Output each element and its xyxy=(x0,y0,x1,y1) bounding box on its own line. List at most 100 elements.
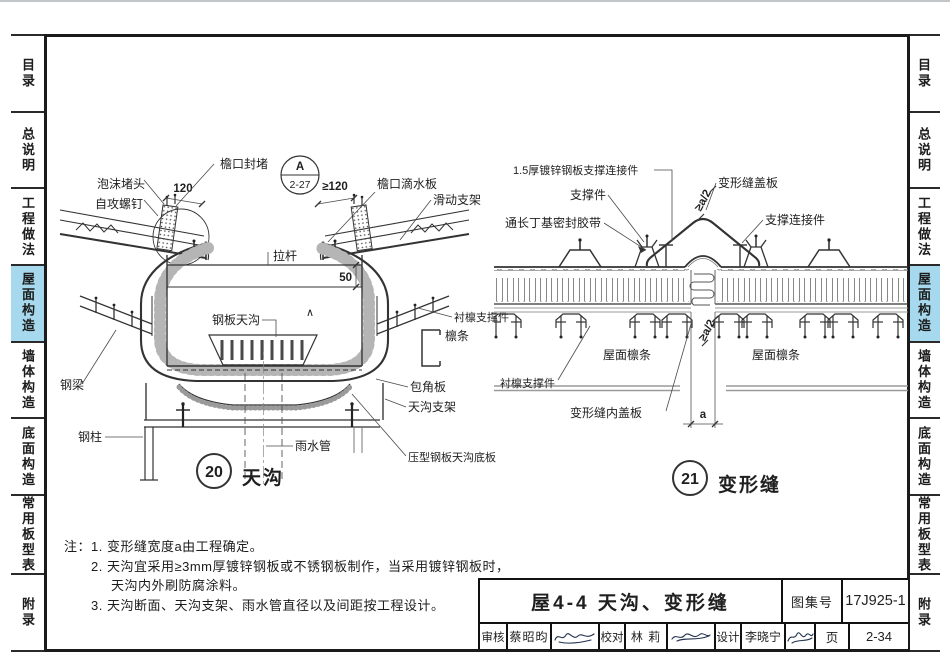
page-number: 2-34 xyxy=(865,629,893,644)
steel-column-lines xyxy=(140,427,158,481)
t-bolt-left xyxy=(176,402,190,427)
gutter-detail-drawing: 120 ≥120 50 A 2-27 泡沫堵头 自攻螺钉 檐口封堵 檐口滴水板 … xyxy=(59,155,509,489)
proof-label: 校对 xyxy=(600,624,626,649)
svg-text:20: 20 xyxy=(205,464,223,481)
label-support: 支撑件 xyxy=(570,187,606,202)
tab-engineering-practice-left: 工程做法 xyxy=(11,187,44,264)
profiled-bottom-texture xyxy=(176,384,353,411)
joint-bellows xyxy=(689,273,715,306)
svg-text:50: 50 xyxy=(339,272,352,284)
note-line-3: 天沟内外刷防腐涂料。 xyxy=(111,578,247,593)
label-liner-purlin-support: 衬檩支撑件 xyxy=(454,310,509,324)
tab-bottom-construction-right: 底面构造 xyxy=(907,417,940,494)
label-sliding-bracket: 滑动支架 xyxy=(433,193,481,207)
t-bolt-right xyxy=(345,402,359,427)
label-roof-purlin-left: 屋面檩条 xyxy=(603,347,651,362)
tab-roof-construction-left: 屋面构造 xyxy=(11,263,44,341)
slope-mark: ∧ xyxy=(306,307,314,319)
tab-general-notes-left: 总说明 xyxy=(11,110,44,188)
deck-corrugation-left xyxy=(494,269,689,302)
dim-50: 50 xyxy=(339,261,360,291)
label-joint-cover: 变形缝盖板 xyxy=(718,175,778,190)
label-purlin: 檩条 xyxy=(445,328,469,343)
tab-bottom-construction-left: 底面构造 xyxy=(11,417,44,494)
label-eave-drip-plate: 檐口滴水板 xyxy=(377,176,437,191)
note-line-4: 3. 天沟断面、天沟支架、雨水管直径以及间距按工程设计。 xyxy=(91,597,445,613)
label-tie-rod: 拉杆 xyxy=(273,248,297,263)
tab-engineering-practice-right: 工程做法 xyxy=(907,187,940,264)
gutter-insulation xyxy=(154,242,375,376)
label-eave-closure: 檐口封堵 xyxy=(220,157,268,171)
gutter-caption: 20 天沟 xyxy=(196,453,284,489)
label-gutter-bracket: 天沟支架 xyxy=(408,400,456,414)
tab-wall-construction-right: 墙体构造 xyxy=(907,340,940,418)
c-purlin xyxy=(421,329,441,367)
atlas-number-label: 图集号 xyxy=(783,580,843,622)
svg-text:21: 21 xyxy=(681,471,699,488)
svg-text:天沟: 天沟 xyxy=(242,466,284,489)
notes: 注：1. 变形缝宽度a由工程确定。 2. 天沟宜采用≥3mm厚镀锌钢板或不锈钢板… xyxy=(64,537,509,615)
title-block: 屋4-4 天沟、变形缝 图集号 17J925-1 审核 蔡昭昀 校对 林 莉 设… xyxy=(478,578,908,649)
label-profiled-gutter-bottom: 压型钢板天沟底板 xyxy=(408,450,496,464)
joint-cover-cap xyxy=(645,217,761,267)
joint-detail-drawing: a ≥a/2 ≥a/2 1.5厚镀锌钢板支撑连接件 支撑件 通长丁基密封胶带 变… xyxy=(494,163,908,496)
review-label: 审核 xyxy=(480,624,508,649)
label-rain-pipe: 雨水管 xyxy=(295,438,331,453)
dim-a: a xyxy=(683,409,723,428)
label-steel-column: 钢柱 xyxy=(78,429,102,444)
designer-signature xyxy=(786,624,816,649)
leader-arrowhead xyxy=(638,246,646,253)
page-label: 页 xyxy=(816,624,850,649)
label-support-connector: 支撑连接件 xyxy=(765,212,825,227)
svg-text:变形缝: 变形缝 xyxy=(718,473,781,496)
seam-rib-left xyxy=(558,238,602,268)
svg-text:120: 120 xyxy=(173,183,192,195)
tab-appendix-right: 附录 xyxy=(907,573,940,652)
cap-supports xyxy=(659,244,747,267)
svg-text:a: a xyxy=(700,409,707,421)
label-corner-trim: 包角板 xyxy=(410,380,446,394)
label-support-connector-15: 1.5厚镀锌钢板支撑连接件 xyxy=(513,163,638,177)
atlas-number: 17J925-1 xyxy=(845,593,906,609)
deck-corrugation-right xyxy=(717,269,908,302)
profiled-bottom-sheet xyxy=(178,383,351,406)
svg-text:≥120: ≥120 xyxy=(322,181,348,193)
sidebar-right: 目录 总说明 工程做法 屋面构造 墙体构造 底面构造 常用板型表 附录 xyxy=(907,34,940,652)
dim-half-gap-top: ≥a/2 xyxy=(693,185,717,221)
label-roof-purlin-right: 屋面檩条 xyxy=(752,347,800,362)
svg-text:2-27: 2-27 xyxy=(289,179,310,191)
sidebar-left: 目录 总说明 工程做法 屋面构造 墙体构造 底面构造 常用板型表 附录 xyxy=(11,34,44,652)
label-steel-beam: 钢梁 xyxy=(60,377,84,392)
label-liner-purlin-support-2: 衬檩支撑件 xyxy=(500,376,555,390)
liner-panel-lines xyxy=(494,307,908,313)
design-label: 设计 xyxy=(716,624,742,649)
tab-panel-type-table-left: 常用板型表 xyxy=(11,493,44,573)
seam-rib-right xyxy=(807,238,851,268)
tab-catalog-right: 目录 xyxy=(907,34,940,111)
seam-clamp-left xyxy=(634,234,660,268)
label-inner-cover: 变形缝内盖板 xyxy=(570,405,642,420)
proofer-name: 林 莉 xyxy=(626,624,668,649)
tab-appendix-left: 附录 xyxy=(11,573,44,652)
seam-clamp-right xyxy=(743,234,769,268)
tab-catalog-left: 目录 xyxy=(11,34,44,111)
note-line-2: 2. 天沟宜采用≥3mm厚镀锌钢板或不锈钢板制作，当采用镀锌钢板时， xyxy=(91,558,510,574)
detail-ref-bubble: A 2-27 xyxy=(280,155,320,195)
drain-grate-slots xyxy=(220,340,304,360)
sheet-title: 屋4-4 天沟、变形缝 xyxy=(480,580,783,622)
proofer-signature xyxy=(668,624,716,649)
drain-grate xyxy=(208,334,318,366)
gap-extension-lines xyxy=(690,312,716,428)
dim-120-left: 120 xyxy=(162,183,206,208)
tab-panel-type-table-right: 常用板型表 xyxy=(907,493,940,573)
joint-dome xyxy=(684,255,722,268)
dim-120-right: ≥120 xyxy=(314,181,358,208)
tab-roof-construction-right: 屋面构造 xyxy=(907,263,940,341)
lower-ceiling-lines xyxy=(494,385,908,392)
rain-pipe-lines xyxy=(244,373,283,480)
note-line-1: 注：1. 变形缝宽度a由工程确定。 xyxy=(64,539,264,554)
designer-name: 李晓宁 xyxy=(742,624,786,649)
reviewer-name: 蔡昭昀 xyxy=(508,624,552,649)
joint-dome-inner xyxy=(687,258,719,268)
label-steel-gutter: 钢板天沟 xyxy=(212,313,260,327)
